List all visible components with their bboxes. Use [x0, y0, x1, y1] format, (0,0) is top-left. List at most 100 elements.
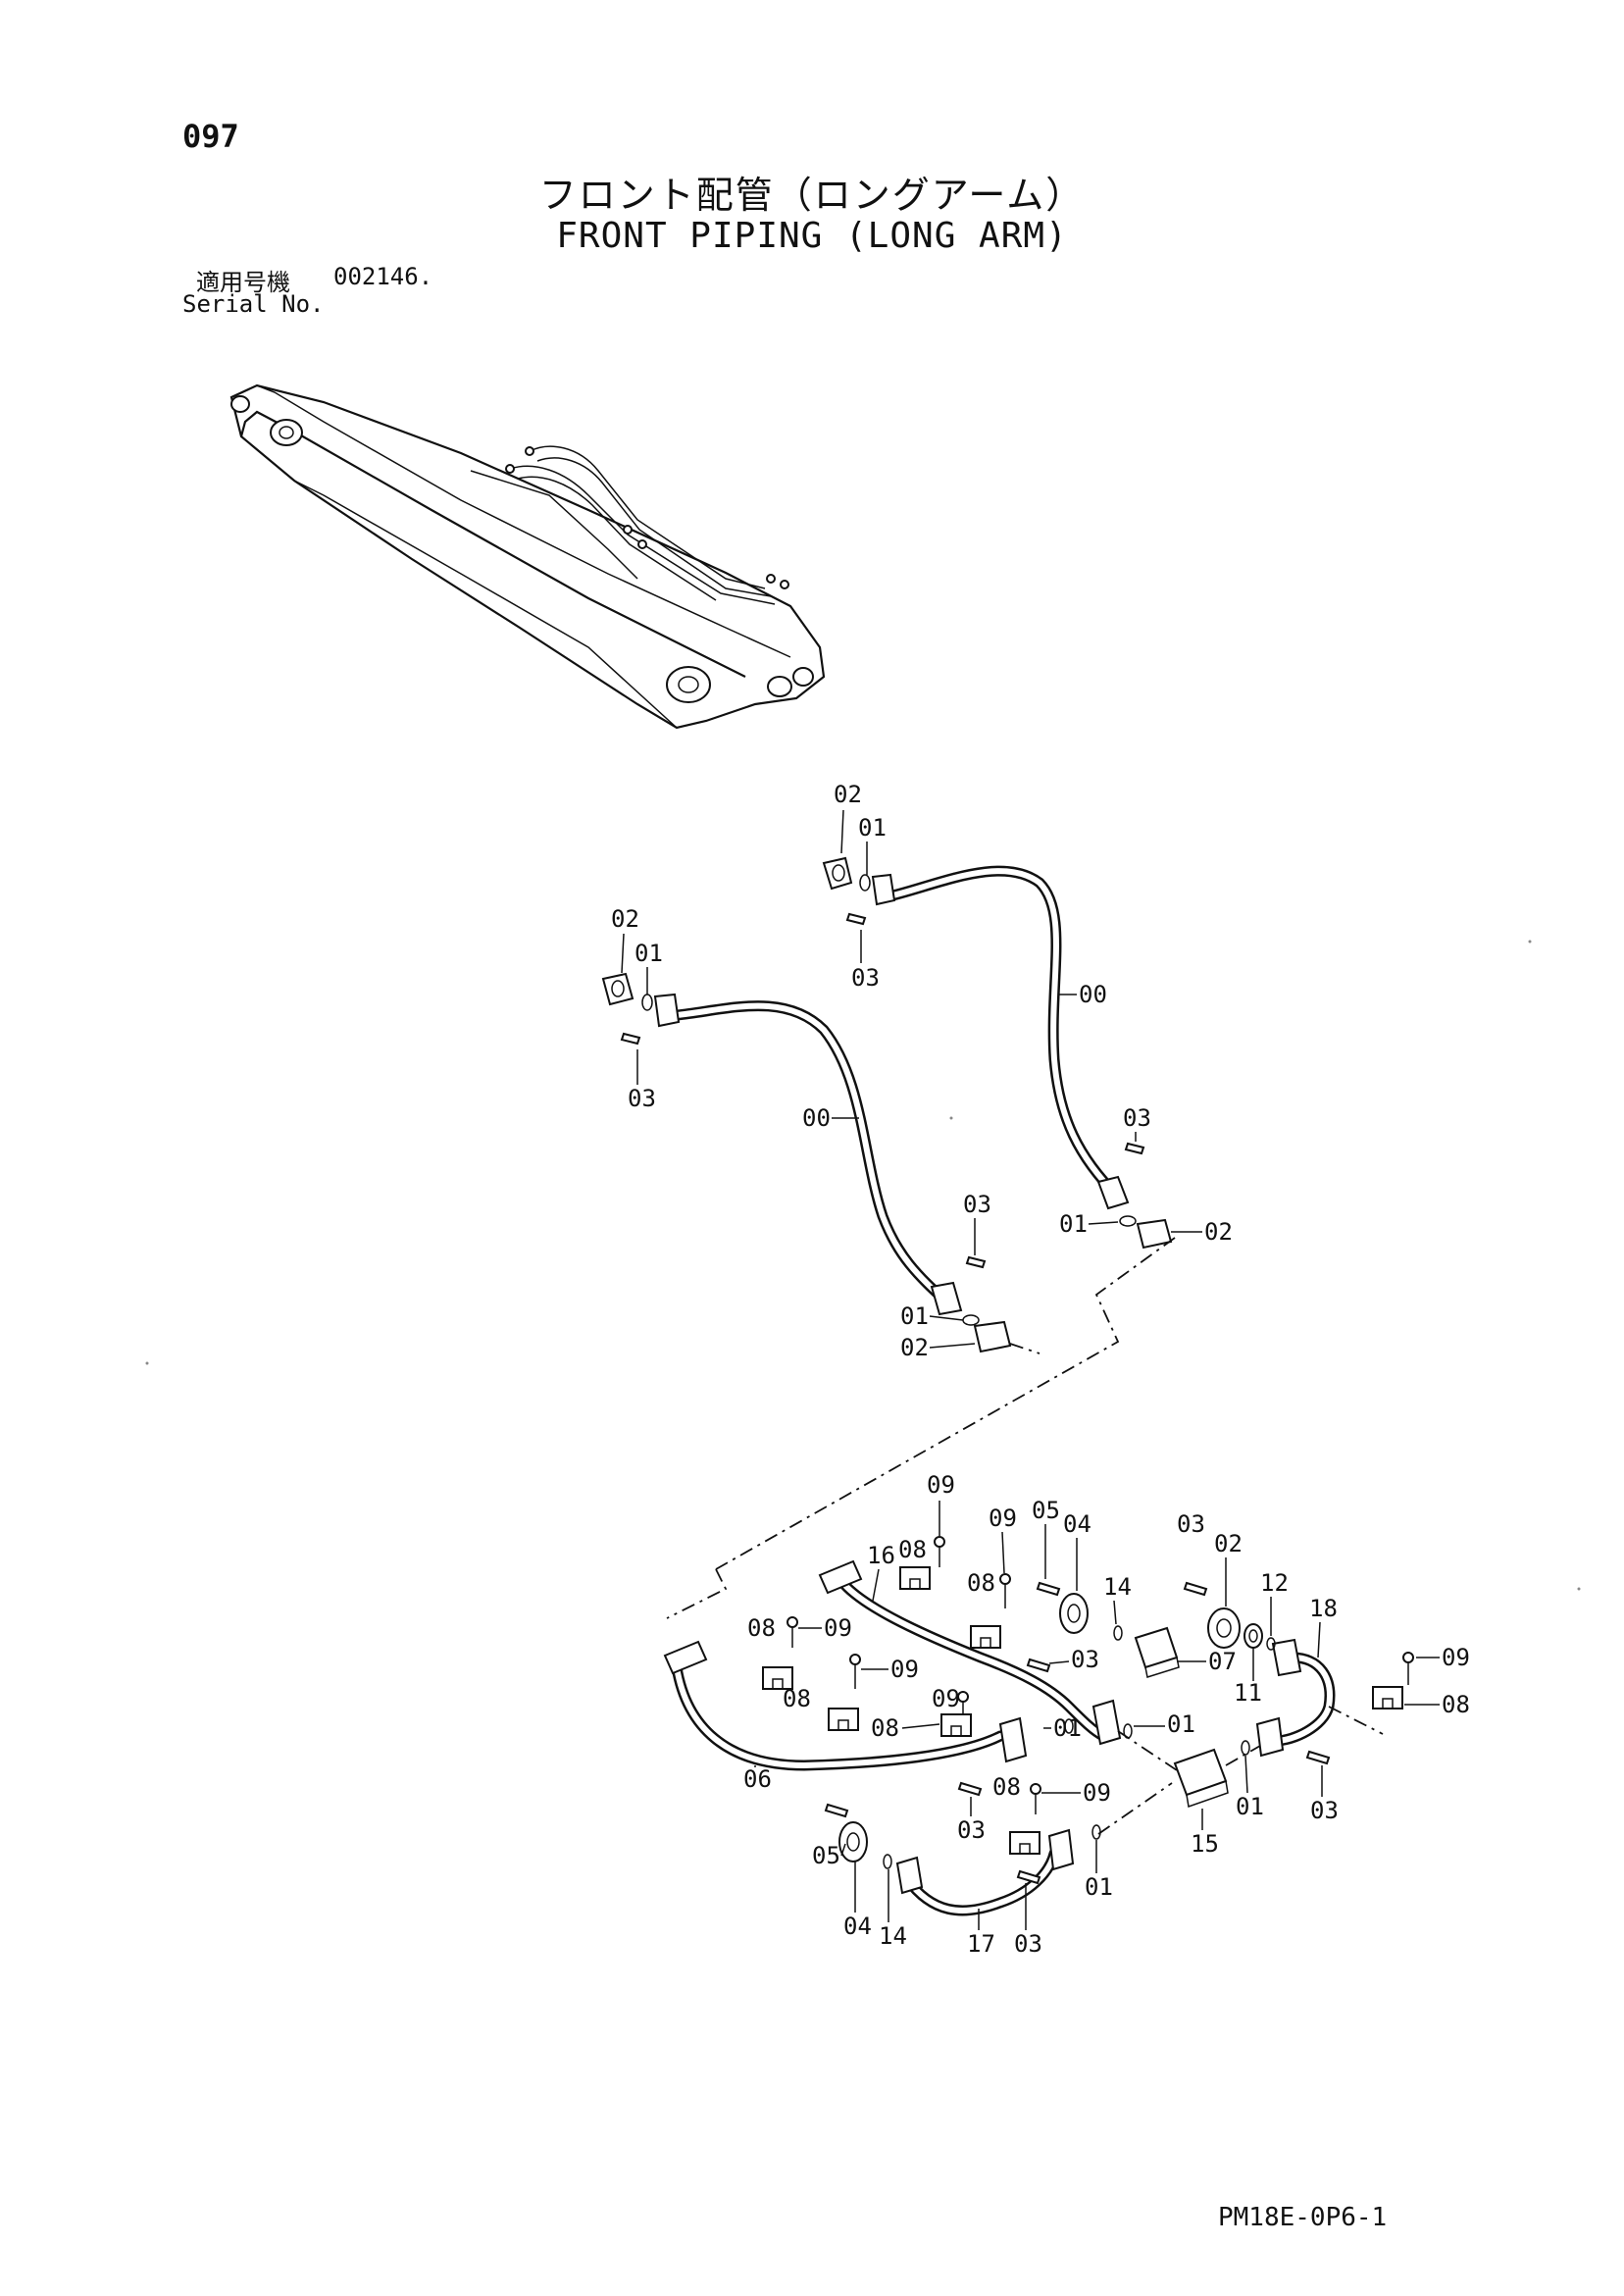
- hose-assembly-lower: [671, 1000, 955, 1310]
- page-title-english: FRONT PIPING (LONG ARM): [556, 216, 1068, 256]
- pipe-flange-icon: [663, 1640, 708, 1675]
- bolt-icon: [1305, 1750, 1331, 1765]
- callout-label: 09: [824, 1614, 852, 1642]
- hose-fitting-icon: [930, 1281, 963, 1316]
- callout-label: 03: [963, 1191, 991, 1218]
- callout-label: 14: [1103, 1573, 1132, 1601]
- page-number: 097: [182, 118, 239, 155]
- hose-fitting-icon: [653, 993, 681, 1028]
- callout-label: 02: [834, 781, 862, 808]
- pipe-flange-icon: [1271, 1638, 1302, 1677]
- bolt-icon: [965, 1255, 987, 1269]
- bolt-icon: [957, 1691, 969, 1714]
- page-title-japanese: フロント配管（ロングアーム）: [538, 174, 1086, 217]
- callout-label: 01: [1167, 1710, 1195, 1738]
- callout-label: 07: [1208, 1648, 1237, 1675]
- pipe-flange-icon: [1091, 1699, 1122, 1746]
- callout-label: 05: [1032, 1497, 1060, 1524]
- callout-label: 09: [1442, 1644, 1470, 1671]
- scan-speck: [1528, 940, 1532, 944]
- bolt-icon: [957, 1781, 983, 1797]
- callout-label: 08: [967, 1569, 995, 1597]
- callout-label: 03: [1071, 1646, 1099, 1673]
- serial-label-english: Serial No.: [182, 290, 325, 318]
- o-ring-icon: [1113, 1625, 1123, 1641]
- bolt-icon: [1402, 1652, 1414, 1685]
- callout-label: 01: [858, 814, 887, 842]
- callout-label: 16: [867, 1542, 895, 1569]
- callout-label: 12: [1260, 1569, 1289, 1597]
- o-ring-icon: [962, 1314, 980, 1326]
- hose-fitting-icon: [871, 873, 896, 906]
- callout-label: 08: [898, 1536, 927, 1563]
- callout-label: 04: [843, 1913, 872, 1940]
- clamp-icon: [899, 1566, 931, 1590]
- flange-icon: [822, 856, 853, 891]
- callout-label: 09: [1083, 1779, 1111, 1807]
- arm-overview-illustration: [229, 383, 826, 730]
- callout-label: 04: [1063, 1510, 1091, 1538]
- clamp-icon: [1009, 1831, 1040, 1855]
- pipe-flange-icon: [1047, 1828, 1075, 1871]
- callout-label: 06: [743, 1765, 772, 1793]
- flange-icon: [973, 1320, 1012, 1353]
- o-ring-icon: [1241, 1740, 1250, 1756]
- callout-label: 05: [812, 1842, 840, 1869]
- callout-label: 03: [1123, 1104, 1151, 1132]
- callout-label: 03: [1177, 1510, 1205, 1538]
- assembly-connector-line: [1225, 1745, 1261, 1766]
- bolt-icon: [849, 1654, 861, 1689]
- callout-label: 01: [1236, 1793, 1264, 1820]
- hose-fitting-icon: [1096, 1175, 1130, 1210]
- flange-icon: [1207, 1607, 1241, 1649]
- seal-ring-icon: [1243, 1623, 1263, 1649]
- callout-label: 02: [1214, 1530, 1243, 1557]
- clamp-icon: [762, 1666, 793, 1690]
- callout-label: 08: [871, 1714, 899, 1742]
- callout-label: 02: [611, 905, 639, 933]
- bolt-icon: [824, 1803, 849, 1818]
- flange-icon: [601, 972, 634, 1006]
- arm-pin-boss-icon: [767, 676, 792, 697]
- callout-label: 03: [1310, 1797, 1339, 1824]
- callout-label: 14: [879, 1922, 907, 1950]
- bolt-icon: [1030, 1783, 1041, 1814]
- callout-label: 01: [900, 1302, 929, 1330]
- callout-label: 03: [628, 1085, 656, 1112]
- o-ring-icon: [641, 994, 653, 1011]
- callout-label: 18: [1309, 1595, 1338, 1622]
- bolt-icon: [934, 1536, 945, 1567]
- callout-label: 15: [1191, 1830, 1219, 1858]
- serial-label-japanese: 適用号機: [196, 269, 290, 296]
- pipe-flange-icon: [1255, 1716, 1285, 1758]
- assembly-connector-line: [1328, 1706, 1384, 1735]
- callout-label: 00: [1079, 981, 1107, 1008]
- assembly-connector-line: [715, 1237, 1176, 1570]
- clamp-icon: [970, 1625, 1001, 1649]
- callout-label: 09: [932, 1685, 960, 1712]
- clamp-icon: [1372, 1686, 1403, 1709]
- o-ring-icon: [859, 874, 871, 892]
- callout-label: 09: [927, 1471, 955, 1499]
- callout-label: 03: [1014, 1930, 1042, 1958]
- assembly-connector-line: [666, 1568, 728, 1619]
- bolt-icon: [1124, 1142, 1145, 1155]
- callout-label: 08: [992, 1773, 1021, 1801]
- arm-pin-boss-icon: [666, 666, 711, 703]
- arm-pin-boss-icon: [270, 419, 303, 446]
- pipe-flange-icon: [895, 1856, 924, 1895]
- scan-speck: [145, 1361, 149, 1365]
- bolt-icon: [1183, 1581, 1208, 1597]
- callout-label: 01: [1053, 1714, 1082, 1742]
- assembly-connector-line: [1117, 1730, 1178, 1771]
- arm-pin-boss-icon: [792, 667, 814, 687]
- serial-number-value: 002146.: [333, 263, 433, 290]
- callout-label: 08: [747, 1614, 776, 1642]
- pipe-assembly-lower: [671, 1575, 1336, 1916]
- bolt-icon: [1016, 1869, 1041, 1885]
- bolt-icon: [845, 912, 867, 926]
- arm-pin-boss-icon: [230, 395, 250, 413]
- callout-labels: 02 01 03 02 01 03 00 00 03 01 02 03 01 0…: [611, 781, 1470, 1958]
- callout-label: 08: [1442, 1691, 1470, 1718]
